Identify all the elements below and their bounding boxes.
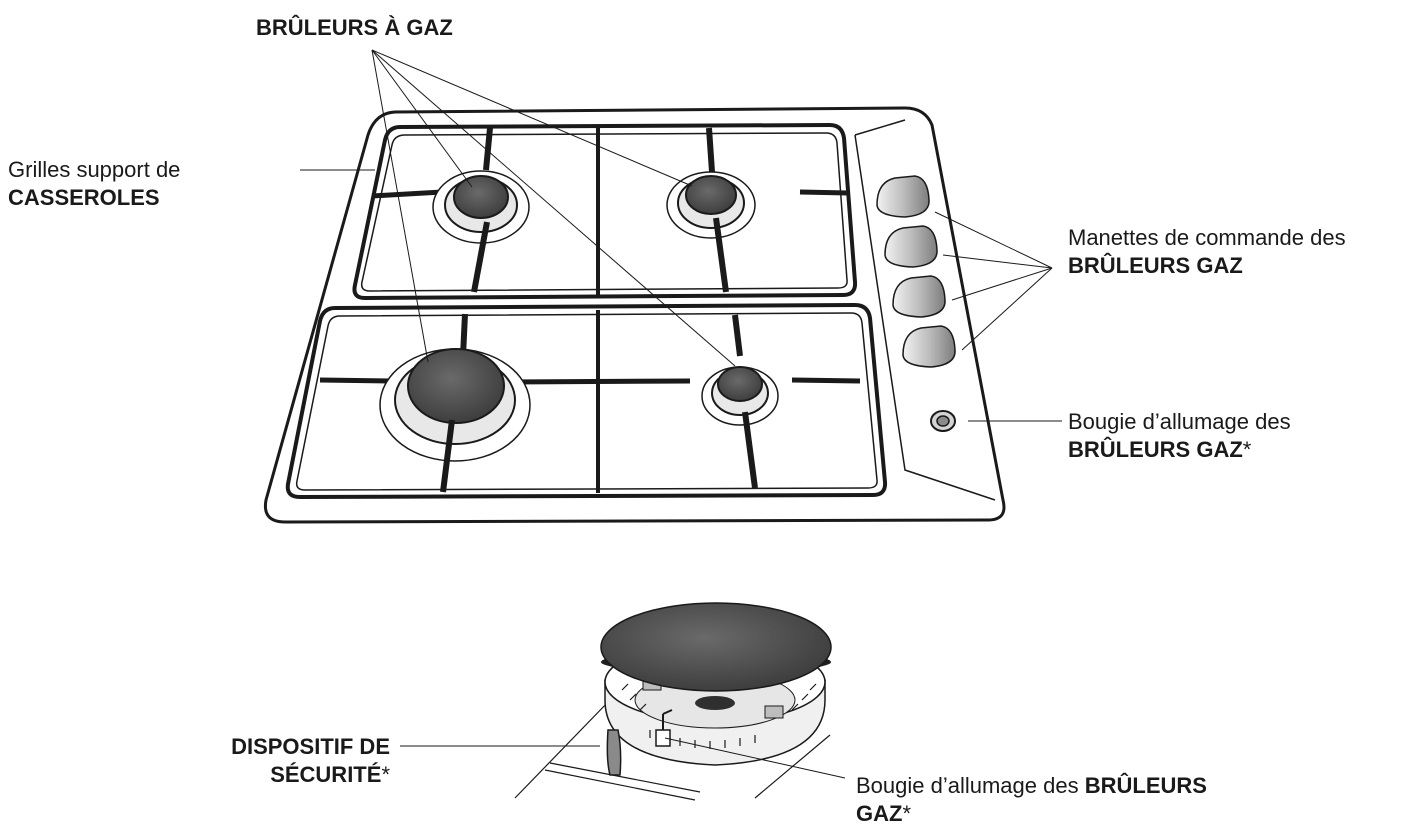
knob-1 — [877, 176, 929, 217]
safety-device-label: DISPOSITIF DE SÉCURITÉ* — [150, 733, 390, 789]
igniter-button — [931, 411, 955, 431]
knob-4 — [903, 326, 955, 367]
knob-2 — [885, 226, 937, 267]
control-knobs-label: Manettes de commande des BRÛLEURS GAZ — [1068, 224, 1346, 280]
igniter-top-asterisk: * — [1243, 437, 1252, 462]
igniter-top-label-line2: BRÛLEURS GAZ — [1068, 437, 1243, 462]
pan-supports-label-line1: Grilles support de — [8, 156, 180, 184]
safety-device-label-line1: DISPOSITIF DE — [231, 734, 390, 759]
burners-label: BRÛLEURS À GAZ — [256, 14, 453, 42]
control-knobs-label-line2: BRÛLEURS GAZ — [1068, 253, 1243, 278]
knob-3 — [893, 276, 945, 317]
igniter-bottom-label-bold1: BRÛLEURS — [1085, 773, 1207, 798]
pan-supports-label-line2: CASSEROLES — [8, 185, 160, 210]
safety-device-label-line2: SÉCURITÉ — [270, 762, 381, 787]
pan-supports-label: Grilles support de CASSEROLES — [8, 156, 180, 212]
igniter-bottom-label: Bougie d’allumage des BRÛLEURS GAZ* — [856, 772, 1207, 828]
igniter-top-label: Bougie d’allumage des BRÛLEURS GAZ* — [1068, 408, 1291, 464]
igniter-bottom-asterisk: * — [902, 801, 911, 826]
igniter-top-label-line1: Bougie d’allumage des — [1068, 408, 1291, 436]
control-knobs-label-line1: Manettes de commande des — [1068, 224, 1346, 252]
burners-label-text: BRÛLEURS À GAZ — [256, 15, 453, 40]
safety-device-asterisk: * — [381, 762, 390, 787]
igniter-bottom-label-bold2: GAZ — [856, 801, 902, 826]
burner-detail — [515, 603, 831, 800]
igniter-bottom-label-text: Bougie d’allumage des — [856, 773, 1085, 798]
